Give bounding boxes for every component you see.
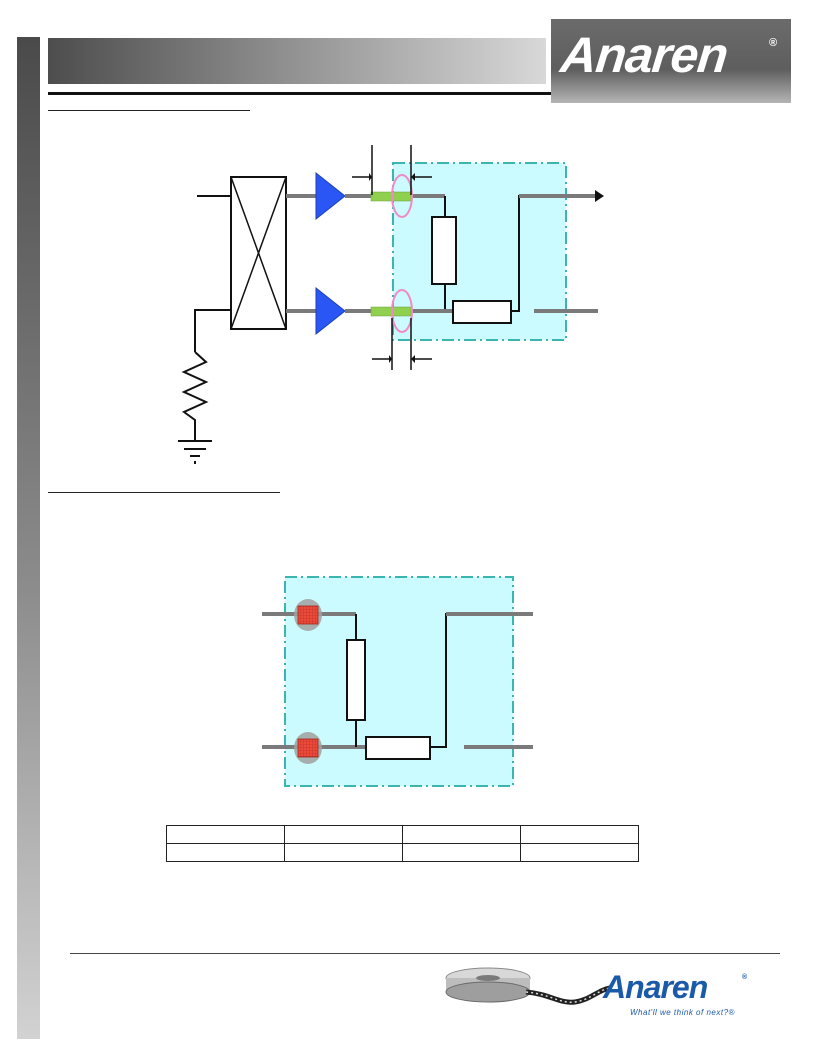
table-cell (402, 825, 521, 844)
table-cell (166, 843, 285, 862)
table-cell (284, 825, 403, 844)
shunt-stub-resistor (346, 639, 366, 721)
footer-tagline: What'll we think of next?® (630, 1008, 735, 1017)
footer-brand: Anaren (603, 969, 708, 1005)
side-bar (17, 37, 40, 1039)
solder-pad-top (294, 599, 322, 631)
ring-top (391, 174, 413, 218)
section-rule (48, 492, 280, 493)
table-cell (166, 825, 285, 844)
table-row (166, 825, 639, 844)
termination-resistor (181, 351, 209, 440)
matching-network-diagram (262, 576, 533, 787)
solder-pad-bottom (294, 732, 322, 764)
output-arrow (595, 190, 604, 202)
isolated-port-line (194, 309, 231, 352)
section-rule (48, 110, 250, 111)
ring-bottom (391, 289, 413, 333)
ground-symbol (178, 440, 212, 464)
header-rule (48, 92, 790, 95)
shunt-stub-resistor (431, 216, 457, 285)
amplifier-bottom (315, 286, 346, 336)
connector-bottom (370, 306, 412, 317)
footer-logo: Anaren ® What'll we think of next?® (440, 964, 785, 1024)
amplifier-top (315, 171, 346, 221)
series-resistor (365, 736, 431, 760)
header-band (48, 38, 546, 84)
table-cell (520, 843, 639, 862)
logo-registered-mark: ® (769, 37, 778, 49)
footer-registered-mark: ® (742, 974, 748, 981)
connector-top (370, 191, 412, 202)
table-cell (402, 843, 521, 862)
balanced-amplifier-diagram (178, 145, 604, 464)
tape-reel-icon (445, 967, 610, 1005)
table-row (166, 843, 639, 862)
spec-table (166, 825, 639, 862)
table-cell (284, 843, 403, 862)
series-resistor (452, 300, 512, 324)
anaren-logo: Anaren ® (551, 19, 791, 103)
footer-rule (70, 953, 780, 954)
table-cell (520, 825, 639, 844)
